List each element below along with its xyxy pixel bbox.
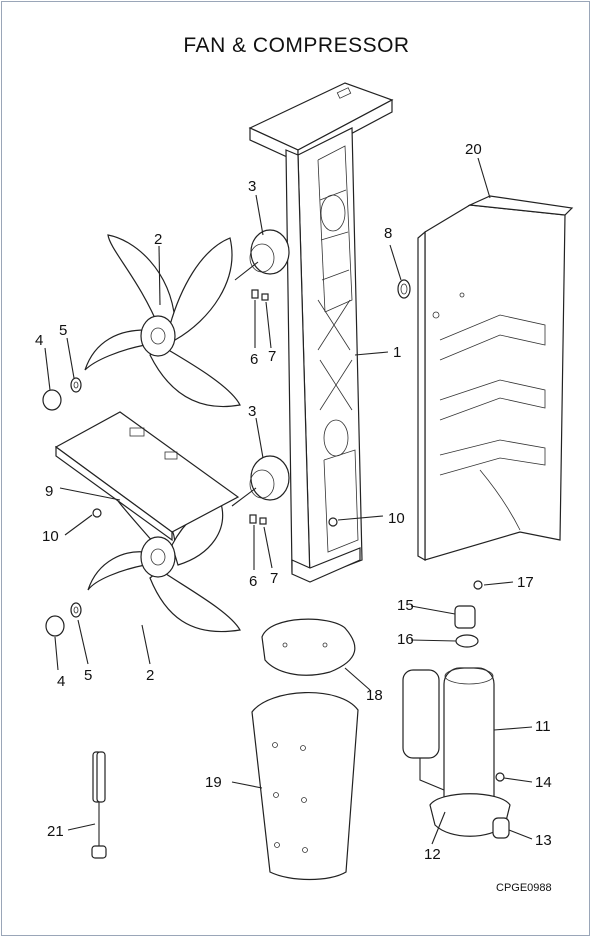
callout-7-lower: 7 [270,570,278,587]
callout-1: 1 [393,344,401,361]
callout-6-upper: 6 [250,351,258,368]
callout-18: 18 [366,687,383,704]
callout-2-lower: 2 [146,667,154,684]
lead-wire-part-21 [91,751,107,859]
callout-14: 14 [535,774,552,791]
callout-5-lower: 5 [84,667,92,684]
fan-motor-lower-part-3 [231,455,290,525]
callout-3-lower: 3 [248,403,256,420]
callout-11: 11 [535,718,551,735]
callout-6-lower: 6 [249,573,257,590]
callout-20: 20 [465,141,482,158]
callout-9: 9 [45,483,53,500]
sound-insulation-jacket-part-19 [251,692,359,881]
gasket-part-16 [455,634,479,648]
fan-motor-upper-part-3 [234,229,290,301]
callout-4-lower: 4 [57,673,65,690]
callout-13: 13 [535,832,552,849]
callout-8: 8 [384,225,392,242]
support-frame-part-1 [248,82,394,583]
propeller-fan-upper-part-2 [84,234,241,408]
compressor-part-11 [402,667,511,837]
nut-upper-part-4 [42,389,62,411]
callout-4-upper: 4 [35,332,43,349]
callout-2-upper: 2 [154,231,162,248]
callout-5-upper: 5 [59,322,67,339]
callout-19: 19 [205,774,222,791]
callout-10-right: 10 [388,510,405,527]
screw-part-10-right [328,517,338,527]
nut-lower-part-4 [45,615,65,637]
nut-part-17 [473,580,483,590]
washer-upper-part-5 [70,377,82,393]
compressor-top-cover-part-18 [261,618,356,676]
terminal-cover-part-15 [454,605,476,629]
rear-panel-part-20 [417,195,574,562]
screw-part-10-left [92,508,102,518]
diagram-title: FAN & COMPRESSOR [183,34,410,57]
callout-15: 15 [397,597,414,614]
callout-16: 16 [397,631,414,648]
partition-plate-part-9 [54,411,240,542]
cushion-rubber-part-13 [492,817,510,839]
callout-3-upper: 3 [248,178,256,195]
clip-part-8 [397,279,411,299]
callout-17: 17 [517,574,534,591]
callout-12: 12 [424,846,441,863]
callout-21: 21 [47,823,64,840]
nut-part-14 [495,772,505,782]
drawing-code: CPGE0988 [496,882,552,894]
leader-lines [44,157,533,845]
callout-7-upper: 7 [268,348,276,365]
callout-10-left: 10 [42,528,59,545]
washer-lower-part-5 [70,602,82,618]
